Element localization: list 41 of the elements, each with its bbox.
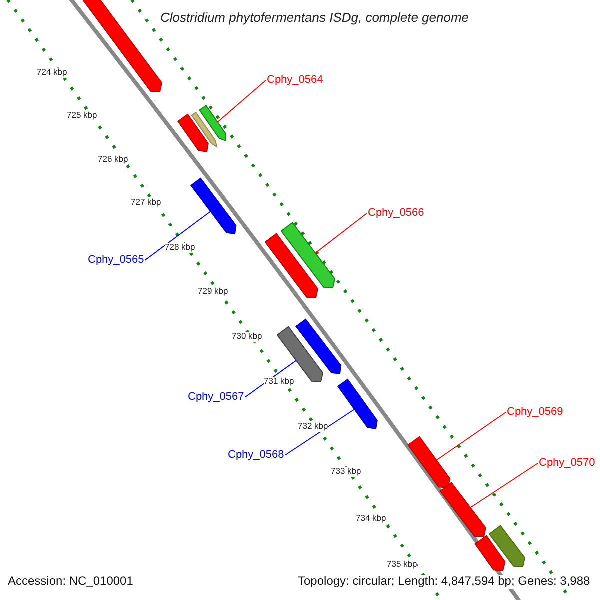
leader-line	[470, 463, 538, 508]
gene-label: Cphy_0568	[228, 448, 284, 462]
tick-label: 724 kbp	[37, 68, 68, 78]
tick-label: 733 kbp	[331, 467, 362, 477]
gene-bar	[280, 222, 336, 289]
tick-label: 735 kbp	[387, 560, 418, 570]
gene-label: Cphy_0567	[188, 390, 244, 404]
leader-line	[217, 80, 266, 123]
tick-label: 728 kbp	[165, 243, 196, 253]
gene-label: Cphy_0569	[507, 406, 564, 418]
gene-label: Cphy_0564	[267, 74, 324, 86]
tick-label: 726 kbp	[98, 155, 128, 165]
gene-bar	[177, 114, 209, 153]
tick-label: 729 kbp	[198, 287, 228, 297]
tick-label: 725 kbp	[67, 111, 98, 121]
gene-bar	[191, 112, 218, 148]
tick-label: 732 kbp	[298, 422, 328, 432]
tick-label: 730 kbp	[232, 332, 262, 342]
gene-label: Cphy_0570	[539, 456, 596, 470]
gene-bar	[474, 535, 506, 572]
gene-bar	[408, 436, 451, 489]
gene-label: Cphy_0565	[88, 254, 144, 266]
gene-bar	[440, 482, 486, 538]
tick-label: 727 kbp	[131, 198, 162, 208]
gene-bar	[264, 233, 319, 299]
info-text: Topology: circular; Length: 4,847,594 bp; Genes: 3,988	[298, 575, 590, 589]
gene-bar	[337, 378, 378, 430]
gene-bar	[199, 105, 227, 142]
gene-bar	[190, 178, 237, 235]
tick-label: 731 kbp	[264, 377, 294, 387]
leader-line	[315, 213, 368, 254]
gene-bar	[82, 0, 163, 93]
gene-bar	[488, 525, 526, 568]
gene-label: Cphy_0566	[368, 206, 424, 220]
leader-line	[284, 409, 356, 456]
leader-line	[144, 211, 212, 261]
tick-label: 734 kbp	[356, 514, 386, 524]
map-title: Clostridium phytofermentans ISDg, complete genome	[160, 10, 470, 26]
leader-line	[436, 412, 506, 461]
gene-bar	[296, 318, 342, 375]
info-text: Accession: NC_010001	[8, 575, 134, 589]
